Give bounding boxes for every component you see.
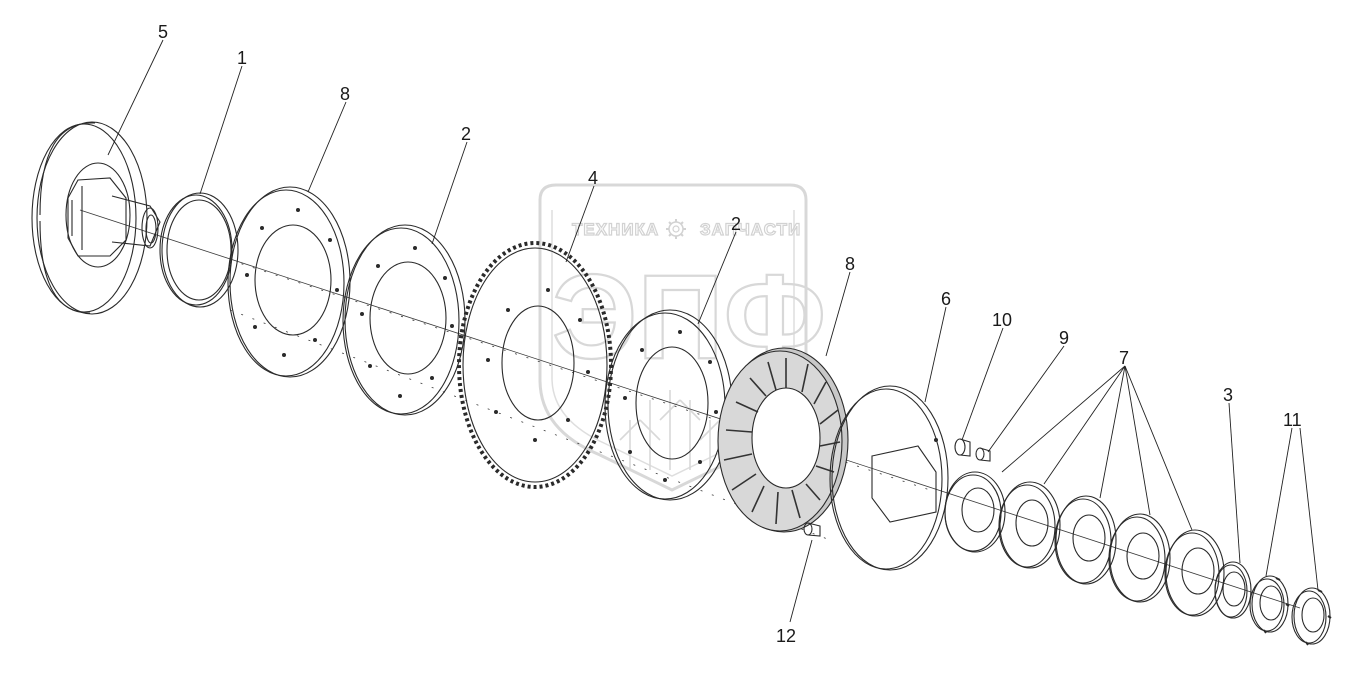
label-part-6: 6 bbox=[941, 289, 951, 309]
part-12-bolt bbox=[803, 522, 821, 537]
label-part-3: 3 bbox=[1223, 385, 1233, 405]
watermark-text-left: ТЕХНИКА bbox=[572, 220, 659, 239]
label-part-10: 10 bbox=[992, 310, 1012, 330]
gear-icon bbox=[666, 219, 686, 239]
part-10-bushing bbox=[954, 438, 971, 457]
label-part-8: 8 bbox=[340, 84, 350, 104]
part-11-nut-1 bbox=[1249, 575, 1290, 634]
part-2-plate-left bbox=[342, 224, 466, 416]
part-5-hub bbox=[31, 121, 161, 315]
label-part-2: 2 bbox=[461, 124, 471, 144]
part-6-pressure-plate bbox=[829, 385, 949, 571]
label-part-11: 11 bbox=[1283, 410, 1302, 430]
part-8-friction-disc bbox=[717, 347, 849, 533]
part-7-washer-3 bbox=[1054, 495, 1117, 585]
part-1-ring bbox=[159, 192, 239, 308]
label-part-2-right: 2 bbox=[731, 214, 741, 234]
label-part-9: 9 bbox=[1059, 328, 1069, 348]
part-8-plate-left bbox=[227, 186, 351, 378]
part-3-ring bbox=[1214, 561, 1252, 619]
part-11-nut-2 bbox=[1291, 587, 1332, 646]
label-part-7: 7 bbox=[1119, 348, 1129, 368]
part-7-washer-4 bbox=[1108, 513, 1171, 603]
part-7-washer-2 bbox=[998, 481, 1061, 569]
axis-lines bbox=[79, 209, 1301, 609]
label-part-4: 4 bbox=[588, 168, 598, 188]
label-part-12: 12 bbox=[776, 626, 796, 646]
wheat-emblem bbox=[619, 390, 721, 470]
part-9-pin bbox=[975, 447, 991, 462]
label-part-1: 1 bbox=[237, 48, 247, 68]
leader-lines bbox=[107, 39, 1319, 623]
label-part-8-right: 8 bbox=[845, 254, 855, 274]
part-7-washer-1 bbox=[944, 471, 1006, 553]
watermark-text-right: ЗАПЧАСТИ bbox=[700, 220, 801, 239]
label-part-5: 5 bbox=[158, 22, 168, 42]
part-7-washer-5 bbox=[1164, 529, 1225, 617]
part-labels: 5 1 8 2 4 2 8 6 10 9 7 3 11 12 bbox=[158, 22, 1302, 646]
